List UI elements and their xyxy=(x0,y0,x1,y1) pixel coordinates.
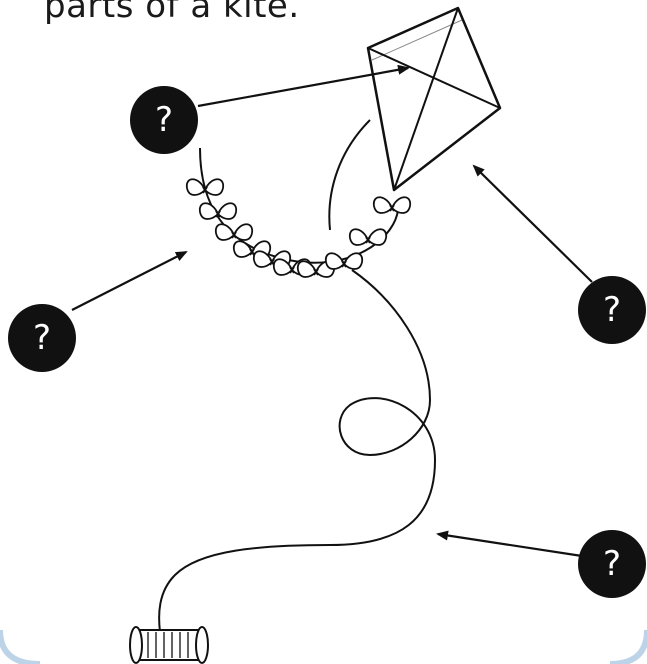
kite-icon xyxy=(368,8,500,190)
kite-string xyxy=(159,270,435,632)
label-badge-tail[interactable]: ? xyxy=(8,304,76,372)
label-badge-string[interactable]: ? xyxy=(578,530,646,598)
label-badge-sail[interactable]: ? xyxy=(130,86,198,154)
spool-icon xyxy=(130,627,208,663)
bow-icon xyxy=(187,179,410,277)
label-badge-frame[interactable]: ? xyxy=(578,276,646,344)
page-frame xyxy=(0,630,647,664)
bridle-line xyxy=(329,120,370,230)
